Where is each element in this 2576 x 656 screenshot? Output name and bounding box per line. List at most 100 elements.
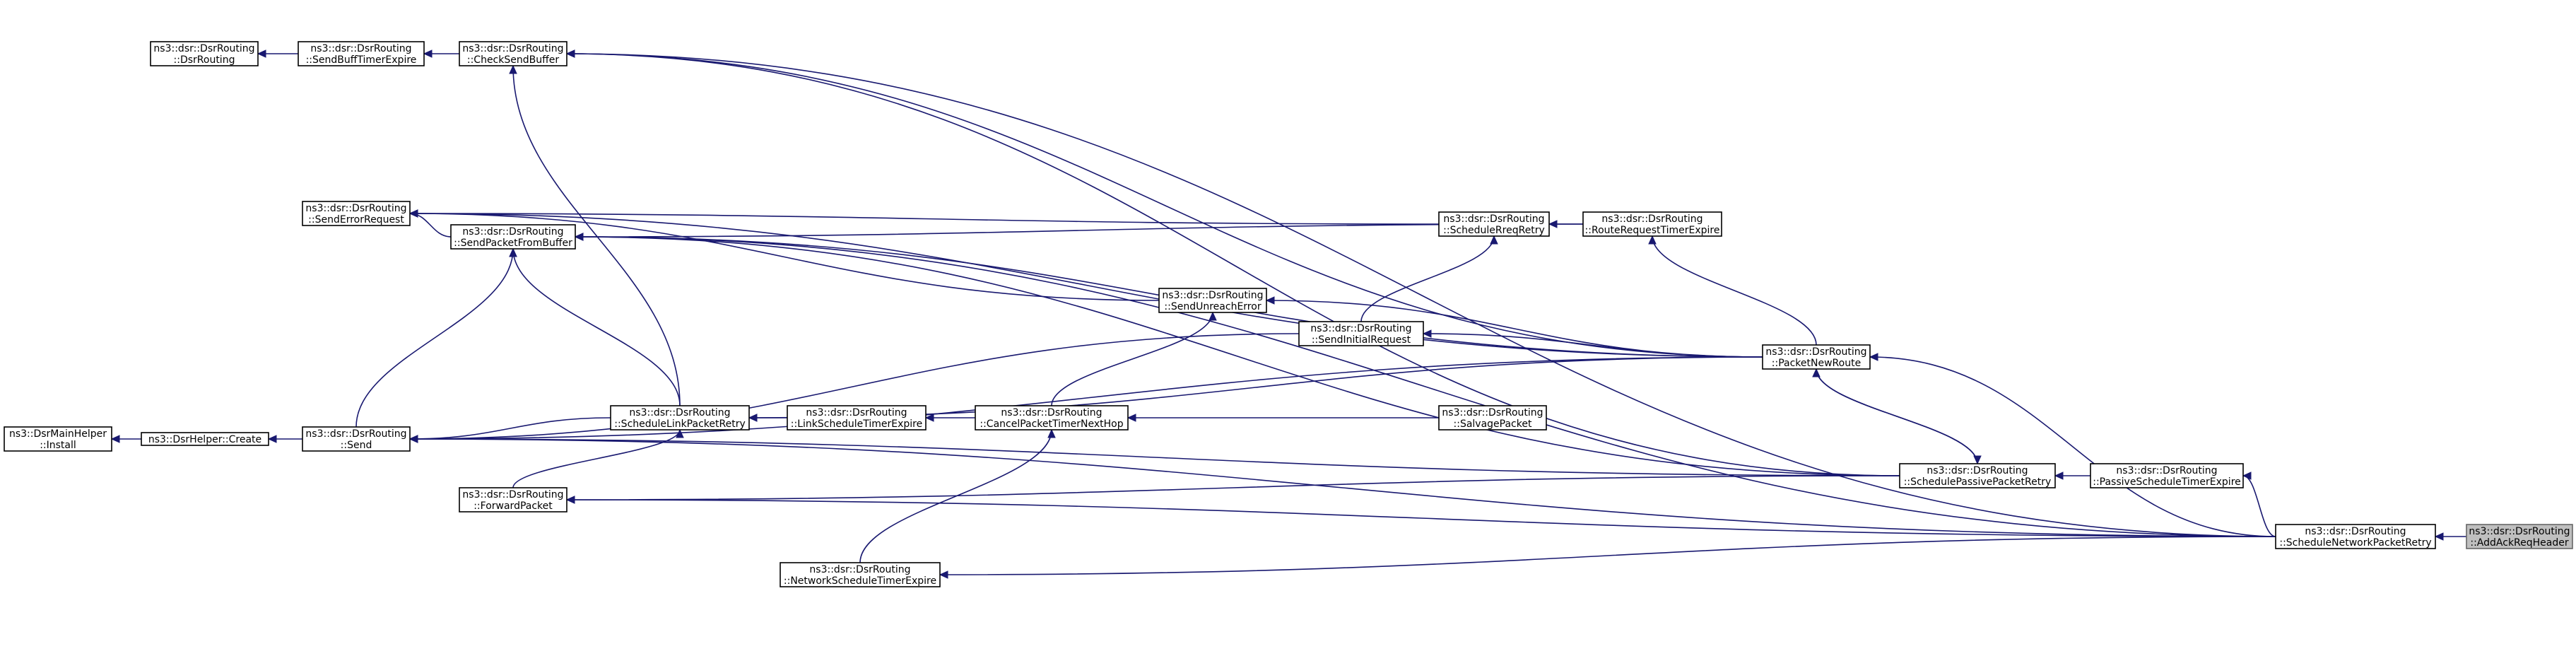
node-label: ::CancelPacketTimerNextHop bbox=[980, 418, 1123, 430]
node-cancelpackettimernexthop[interactable]: ns3::dsr::DsrRouting::CancelPacketTimerN… bbox=[975, 405, 1129, 430]
node-label: ::ScheduleNetworkPacketRetry bbox=[2279, 537, 2431, 549]
edge-cancelpackettimernexthop-to-linkscheduletimerexpire bbox=[924, 414, 975, 422]
node-box bbox=[787, 405, 927, 430]
node-dsrmain[interactable]: ns3::DsrMainHelper::Install bbox=[4, 426, 112, 452]
node-box bbox=[2090, 463, 2244, 488]
node-label: ::DsrRouting bbox=[174, 54, 235, 66]
edge-addackreqheader-to-schedulenetworkpacketretry bbox=[2434, 532, 2466, 541]
node-label: ::SendPacketFromBuffer bbox=[454, 238, 572, 249]
node-box bbox=[610, 405, 750, 430]
node-label: ::ScheduleRreqRetry bbox=[1443, 225, 1545, 236]
node-label: ns3::dsr::DsrRouting bbox=[1765, 346, 1866, 358]
node-send[interactable]: ns3::dsr::DsrRouting::Send bbox=[302, 426, 411, 452]
node-label: ns3::dsr::DsrRouting bbox=[2469, 526, 2570, 537]
node-box bbox=[302, 201, 411, 226]
node-passivescheduletimerexpire[interactable]: ns3::dsr::DsrRouting::PassiveScheduleTim… bbox=[2090, 463, 2244, 488]
node-label: ::ForwardPacket bbox=[474, 500, 553, 512]
node-label: ::Send bbox=[341, 440, 372, 451]
node-label: ns3::dsr::DsrRouting bbox=[462, 489, 563, 500]
node-label: ns3::DsrMainHelper bbox=[9, 428, 107, 440]
node-box bbox=[302, 426, 411, 452]
node-label: ::SendUnreachError bbox=[1164, 301, 1261, 312]
edge-cancelpackettimernexthop-to-sendunreacherror bbox=[1051, 311, 1217, 406]
edge-schedulepassivepacketretry-to-sendpacketfrombuffer bbox=[574, 233, 1900, 476]
edge-schedulelinkpacketretry-to-sendpacketfrombuffer bbox=[509, 247, 681, 406]
node-label: ns3::dsr::DsrRouting bbox=[310, 43, 411, 54]
edge-schedulepassivepacketretry-to-forwardpacket bbox=[565, 475, 1900, 504]
node-addackreqheader[interactable]: ns3::dsr::DsrRouting::AddAckReqHeader bbox=[2466, 524, 2573, 549]
edge-packetnewroute-to-senderrorrequest bbox=[408, 209, 1763, 358]
edge-packetnewroute-to-schedulepassivepacketretry bbox=[1816, 368, 1982, 465]
node-schedulereqretry[interactable]: ns3::dsr::DsrRouting::ScheduleRreqRetry bbox=[1438, 211, 1550, 237]
node-sendpacketfrombuffer[interactable]: ns3::dsr::DsrRouting::SendPacketFromBuff… bbox=[450, 224, 576, 250]
node-schedulelinkpacketretry[interactable]: ns3::dsr::DsrRouting::ScheduleLinkPacket… bbox=[610, 405, 750, 430]
node-label: ::NetworkScheduleTimerExpire bbox=[784, 575, 936, 587]
node-box bbox=[1762, 344, 1871, 370]
edge-schedulenetworkpacketretry-to-checksendbuffer bbox=[565, 49, 2276, 537]
edge-send-to-sendpacketfrombuffer bbox=[355, 247, 517, 428]
node-label: ns3::dsr::DsrRouting bbox=[809, 564, 910, 575]
node-box bbox=[1899, 463, 2056, 488]
node-label: ::RouteRequestTimerExpire bbox=[1585, 225, 1720, 236]
edge-schedulepassivepacketretry-to-packetnewroute bbox=[1812, 368, 1978, 464]
node-label: ::Install bbox=[40, 440, 76, 451]
node-label: ::SalvagePacket bbox=[1454, 418, 1532, 430]
node-box bbox=[780, 562, 941, 587]
node-label: ::SendBuffTimerExpire bbox=[306, 54, 417, 66]
edge-sendinitialrequest-to-schedulereqretry bbox=[1360, 235, 1498, 322]
edge-packetnewroute-to-send bbox=[408, 356, 1763, 443]
node-box bbox=[975, 405, 1129, 430]
node-box bbox=[1158, 288, 1267, 313]
node-sendunreacherror[interactable]: ns3::dsr::DsrRouting::SendUnreachError bbox=[1158, 288, 1267, 313]
node-networkscheduletimerexpire[interactable]: ns3::dsr::DsrRouting::NetworkScheduleTim… bbox=[780, 562, 941, 587]
edge-passivescheduletimerexpire-to-schedulepassivepacketretry bbox=[2054, 472, 2090, 480]
edge-sendunreacherror-to-senderrorrequest bbox=[408, 209, 1160, 301]
node-label: ns3::dsr::DsrRouting bbox=[1443, 213, 1544, 225]
node-forwardpacket[interactable]: ns3::dsr::DsrRouting::ForwardPacket bbox=[459, 487, 567, 512]
node-label: ::AddAckReqHeader bbox=[2470, 537, 2568, 549]
edge-packetnewroute-to-routerequesttimerexpire bbox=[1648, 235, 1817, 346]
node-label: ::PacketNewRoute bbox=[1772, 358, 1861, 369]
node-label: ::CheckSendBuffer bbox=[467, 54, 559, 66]
node-label: ns3::dsr::DsrRouting bbox=[305, 428, 406, 440]
node-label: ::LinkScheduleTimerExpire bbox=[791, 418, 922, 430]
node-label: ns3::dsr::DsrRouting bbox=[1310, 323, 1411, 334]
node-linkscheduletimerexpire[interactable]: ns3::dsr::DsrRouting::LinkScheduleTimerE… bbox=[787, 405, 927, 430]
edge-checksendbuffer-to-sendbufftimer bbox=[423, 49, 460, 58]
node-box bbox=[4, 426, 112, 452]
node-checksendbuffer[interactable]: ns3::dsr::DsrRouting::CheckSendBuffer bbox=[459, 41, 567, 66]
node-sendinitialrequest[interactable]: ns3::dsr::DsrRouting::SendInitialRequest bbox=[1298, 321, 1424, 346]
node-packetnewroute[interactable]: ns3::dsr::DsrRouting::PacketNewRoute bbox=[1762, 344, 1871, 370]
edge-networkscheduletimerexpire-to-cancelpackettimernexthop bbox=[859, 428, 1056, 563]
edge-sendbufftimer-to-dsrrouting bbox=[257, 49, 299, 58]
edge-schedulenetworkpacketretry-to-networkscheduletimerexpire bbox=[939, 536, 2276, 579]
node-label: ::ScheduleLinkPacketRetry bbox=[614, 418, 745, 430]
node-label: ::PassiveScheduleTimerExpire bbox=[2093, 476, 2241, 488]
node-label: ns3::dsr::DsrRouting bbox=[2305, 526, 2406, 537]
node-box bbox=[1298, 321, 1424, 346]
node-helpercreate[interactable]: ns3::DsrHelper::Create bbox=[141, 432, 269, 446]
node-dsrrouting[interactable]: ns3::dsr::DsrRouting::DsrRouting bbox=[150, 41, 259, 66]
node-label: ns3::dsr::DsrRouting bbox=[1442, 407, 1543, 418]
node-label: ns3::dsr::DsrRouting bbox=[1001, 407, 1102, 418]
node-schedulepassivepacketretry[interactable]: ns3::dsr::DsrRouting::SchedulePassivePac… bbox=[1899, 463, 2056, 488]
edge-forwardpacket-to-schedulelinkpacketretry bbox=[512, 428, 684, 488]
node-routerequesttimerexpire[interactable]: ns3::dsr::DsrRouting::RouteRequestTimerE… bbox=[1582, 211, 1722, 237]
node-schedulenetworkpacketretry[interactable]: ns3::dsr::DsrRouting::ScheduleNetworkPac… bbox=[2275, 524, 2436, 549]
edge-send-to-helpercreate bbox=[267, 435, 302, 443]
node-label: ns3::dsr::DsrRouting bbox=[629, 407, 730, 418]
call-graph-nodes: ns3::DsrMainHelper::Install ns3::DsrHelpe… bbox=[4, 41, 2573, 587]
node-label: ns3::dsr::DsrRouting bbox=[462, 43, 563, 54]
node-box bbox=[450, 224, 576, 250]
node-senderrorrequest[interactable]: ns3::dsr::DsrRouting::SendErrorRequest bbox=[302, 201, 411, 226]
edge-schedulepassivepacketretry-to-checksendbuffer bbox=[565, 49, 1900, 476]
node-label: ns3::dsr::DsrRouting bbox=[462, 226, 563, 238]
node-box bbox=[459, 487, 567, 512]
node-label: ns3::DsrHelper::Create bbox=[148, 434, 261, 445]
node-label: ns3::dsr::DsrRouting bbox=[1601, 213, 1702, 225]
node-salvagepacket[interactable]: ns3::dsr::DsrRouting::SalvagePacket bbox=[1438, 405, 1547, 430]
node-sendbufftimer[interactable]: ns3::dsr::DsrRouting::SendBuffTimerExpir… bbox=[298, 41, 425, 66]
node-box bbox=[141, 432, 269, 446]
edge-routerequesttimerexpire-to-sendpacketfrombuffer bbox=[574, 223, 1584, 241]
